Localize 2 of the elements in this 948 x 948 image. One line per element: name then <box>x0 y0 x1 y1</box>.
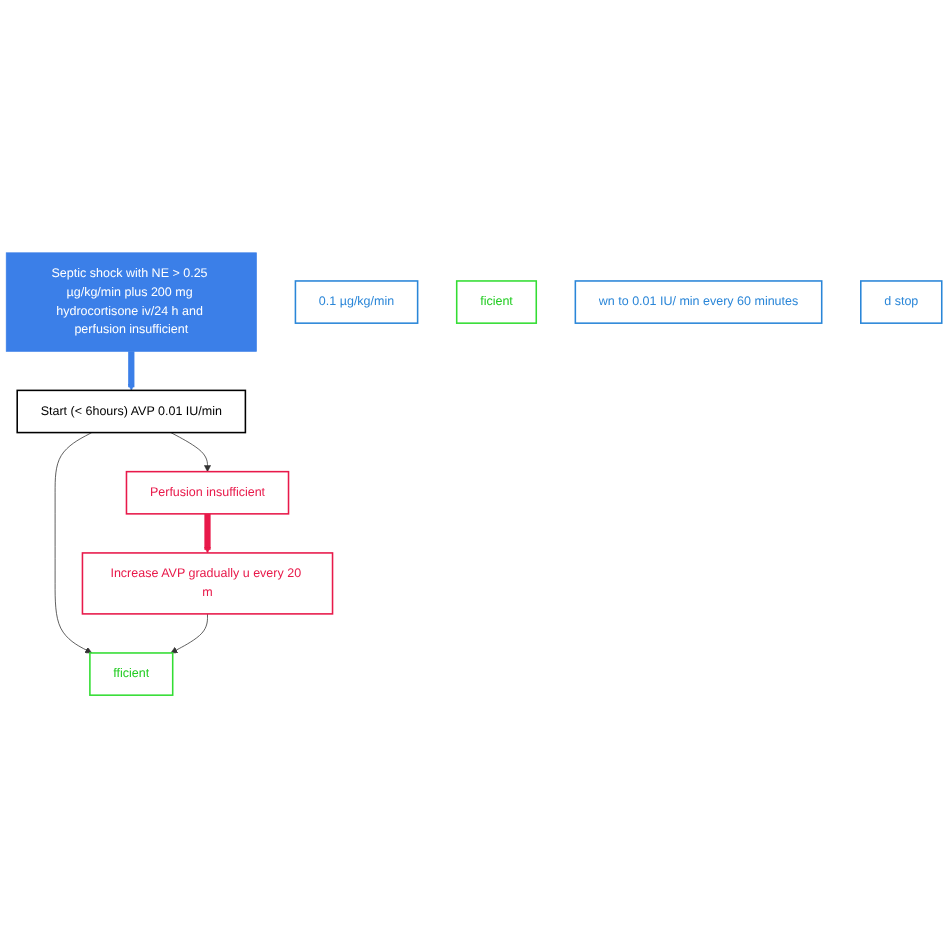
arrow <box>204 513 211 554</box>
arrow <box>127 351 135 391</box>
